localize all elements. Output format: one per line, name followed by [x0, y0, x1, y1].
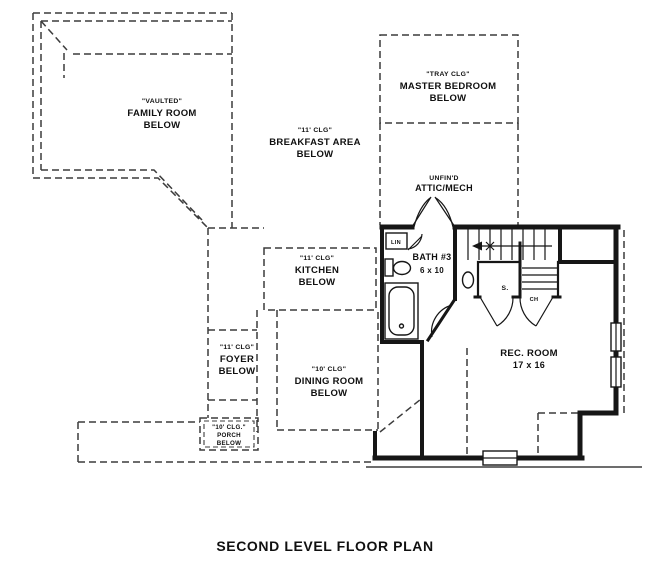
kitchen-ceiling-label: "11' CLG" [300, 255, 334, 262]
foyer-outline [208, 329, 257, 401]
family-room-status-label: BELOW [144, 120, 181, 131]
lower-left-outline [77, 421, 374, 463]
attic-double-door-leaves [411, 196, 456, 228]
dining-status-label: BELOW [311, 388, 348, 399]
rec-room-label: REC. ROOM [500, 348, 558, 359]
family-room-label: FAMILY ROOM [127, 108, 196, 119]
porch-ceiling-label: "10' CLG." [212, 424, 246, 431]
master-bedroom-status-label: BELOW [430, 93, 467, 104]
attic-label: ATTIC/MECH [415, 183, 473, 193]
linen-closet-label: LIN [391, 240, 401, 246]
family-room-ceiling-label: "VAULTED" [142, 98, 182, 105]
attic-double-door-swings [413, 197, 454, 228]
porch-outline-outer [199, 417, 259, 451]
stair-direction-line [480, 241, 552, 251]
foyer-ceiling-label: "11' CLG" [220, 344, 254, 351]
windows [482, 322, 622, 466]
stair-landing-walls [558, 225, 618, 264]
foyer-left-line [207, 227, 264, 418]
bath-label: BATH #3 [413, 252, 452, 262]
stair-treads-lower [522, 267, 558, 290]
linen-door-swing [407, 233, 423, 251]
master-bedroom-label: MASTER BEDROOM [400, 81, 497, 92]
toilet-tank [384, 258, 394, 277]
storage-closet-label: S. [501, 285, 508, 292]
family-room-bottom [33, 169, 209, 229]
room-labels: "VAULTED" FAMILY ROOM BELOW "TRAY CLG" M… [127, 71, 557, 447]
first-floor-outline-dashed [32, 12, 625, 463]
porch-status-label: BELOW [217, 440, 242, 447]
bath-door-swing [430, 304, 453, 338]
breakfast-status-label: BELOW [297, 149, 334, 160]
toilet-bowl [392, 260, 412, 276]
dining-ceiling-label: "10' CLG" [312, 366, 347, 373]
breakfast-ceiling-label: "11' CLG" [298, 127, 332, 134]
rec-room-dimensions-label: 17 x 16 [513, 360, 545, 370]
closet-fixture [461, 271, 475, 289]
doors [407, 196, 554, 338]
foyer-status-label: BELOW [219, 366, 256, 377]
kitchen-status-label: BELOW [299, 277, 336, 288]
rec-door-right [519, 296, 554, 327]
storage-closet-walls [476, 260, 560, 299]
chase-label: CH [530, 297, 539, 303]
master-bedroom-outline [379, 34, 519, 124]
foyer-label: FOYER [220, 354, 254, 365]
bathtub-drain [398, 323, 405, 329]
staircase [467, 229, 558, 290]
vault-break-line [40, 20, 232, 78]
bath-fixtures [384, 232, 475, 340]
stair-arrow-head [472, 241, 482, 251]
porch-label: PORCH [217, 432, 241, 439]
dining-label: DINING ROOM [295, 376, 364, 387]
rec-room-ceiling-lines [379, 348, 578, 456]
breakfast-label: BREAKFAST AREA [269, 137, 360, 148]
master-walls-below [379, 123, 519, 225]
linen-closet [385, 232, 408, 250]
bath-walls [380, 225, 424, 344]
sheet-title: SECOND LEVEL FLOOR PLAN [216, 538, 433, 554]
bath-dimensions-label: 6 x 10 [420, 266, 444, 275]
bathtub-inner [388, 286, 415, 336]
kitchen-label: KITCHEN [295, 265, 339, 276]
attic-ceiling-label: UNFIN'D [429, 175, 458, 182]
rec-door-left [479, 296, 514, 327]
dining-outline [256, 310, 379, 432]
master-bedroom-ceiling-label: "TRAY CLG" [426, 71, 469, 78]
porch-outline-inner [203, 420, 255, 448]
